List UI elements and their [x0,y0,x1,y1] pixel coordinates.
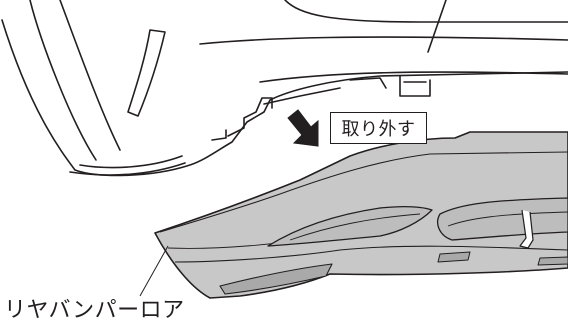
vehicle-rear-bumper [1,0,568,177]
rear-bumper-lower-label: リヤバンパーロア [4,298,185,323]
removal-arrow [287,109,319,147]
remove-instruction-box: 取り外す [330,112,427,144]
remove-instruction-label: 取り外す [341,119,416,140]
rear-bumper-lower-part [139,131,568,299]
